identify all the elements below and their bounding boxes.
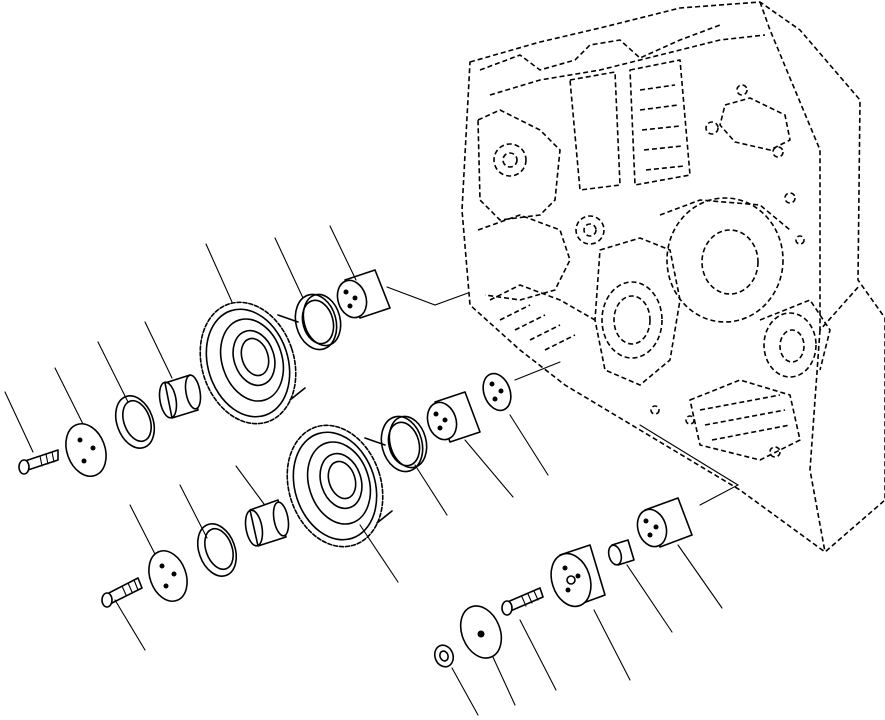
lower-idler-gear — [286, 424, 399, 583]
lower-thrust-washer — [179, 484, 238, 577]
case-leader-upper — [386, 286, 469, 306]
small-shaft — [636, 497, 723, 609]
upper-thrust-washer — [97, 341, 156, 449]
upper-bushing — [144, 321, 202, 419]
lower-seal-ring — [380, 415, 448, 516]
hub — [550, 544, 631, 681]
case-leader-lower — [639, 424, 740, 506]
upper-thrust-plate — [54, 367, 107, 477]
lower-idler-shaft — [426, 391, 514, 498]
lower-thrust-plate — [129, 504, 188, 602]
upper-idler-shaft — [329, 225, 391, 319]
upper-seal-ring — [274, 237, 342, 351]
upper-bolt — [4, 391, 59, 475]
lower-bolt — [101, 577, 146, 651]
shaft-end-plate — [482, 372, 549, 476]
hub-bolt — [501, 587, 557, 691]
nut — [433, 644, 479, 716]
timing-gear-case — [461, 1, 885, 553]
small-spacer — [607, 539, 673, 633]
lower-bushing — [235, 465, 290, 547]
upper-idler-gear — [199, 243, 306, 425]
cover-plate — [459, 605, 516, 706]
case-leader-middle — [514, 361, 561, 381]
